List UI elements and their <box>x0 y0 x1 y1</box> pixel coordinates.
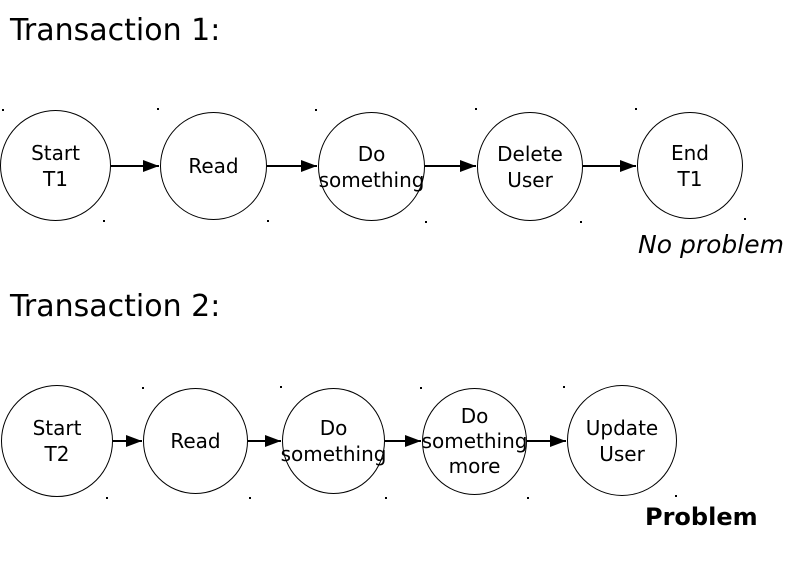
node-update-user-label: Update User <box>585 415 659 466</box>
node-do-something-more: Do something more <box>422 388 527 495</box>
node-read-t2-label: Read <box>170 429 221 453</box>
grid-dot <box>385 497 387 499</box>
node-do-something-t1-label: Do something <box>318 141 425 192</box>
grid-dot <box>580 221 582 223</box>
grid-dot <box>744 218 746 220</box>
annotation-no-problem: No problem <box>638 230 784 259</box>
transaction-1-title: Transaction 1: <box>10 13 221 48</box>
node-do-something-t2-label: Do something <box>280 416 387 466</box>
grid-dot <box>420 387 422 389</box>
grid-dot <box>475 108 477 110</box>
node-start-t2-label: Start T2 <box>32 416 82 466</box>
arrow-t1-4 <box>583 160 636 172</box>
annotation-problem: Problem <box>645 503 758 531</box>
node-read-t1-label: Read <box>188 154 239 178</box>
arrow-t1-3 <box>425 160 476 172</box>
arrow-t2-4 <box>527 435 566 447</box>
node-start-t1-label: Start T1 <box>31 140 80 191</box>
node-do-something-t1: Do something <box>318 112 425 221</box>
arrow-t2-1 <box>113 435 142 447</box>
grid-dot <box>2 109 4 111</box>
grid-dot <box>425 221 427 223</box>
grid-dot <box>267 220 269 222</box>
grid-dot <box>675 495 677 497</box>
arrow-t1-2 <box>267 160 317 172</box>
node-do-something-t2: Do something <box>280 388 387 494</box>
grid-dot <box>635 108 637 110</box>
node-start-t2: Start T2 <box>1 385 113 497</box>
transaction-2-title: Transaction 2: <box>10 289 221 324</box>
node-end-t1-label: End T1 <box>670 140 709 191</box>
grid-dot <box>527 497 529 499</box>
grid-dot <box>563 386 565 388</box>
grid-dot <box>249 497 251 499</box>
grid-dot <box>280 386 282 388</box>
arrow-t2-3 <box>385 435 421 447</box>
grid-dot <box>315 109 317 111</box>
node-start-t1: Start T1 <box>0 110 111 221</box>
grid-dot <box>106 497 108 499</box>
grid-dot <box>142 387 144 389</box>
node-end-t1: End T1 <box>637 112 743 219</box>
node-update-user: Update User <box>567 385 677 496</box>
node-delete-user: Delete User <box>477 112 583 221</box>
grid-dot <box>157 108 159 110</box>
grid-dot <box>103 220 105 222</box>
node-do-something-more-label: Do something more <box>421 404 528 478</box>
node-read-t2: Read <box>143 388 248 494</box>
arrow-t1-1 <box>111 160 159 172</box>
node-delete-user-label: Delete User <box>497 141 563 192</box>
arrow-t2-2 <box>248 435 281 447</box>
node-read-t1: Read <box>160 112 267 220</box>
